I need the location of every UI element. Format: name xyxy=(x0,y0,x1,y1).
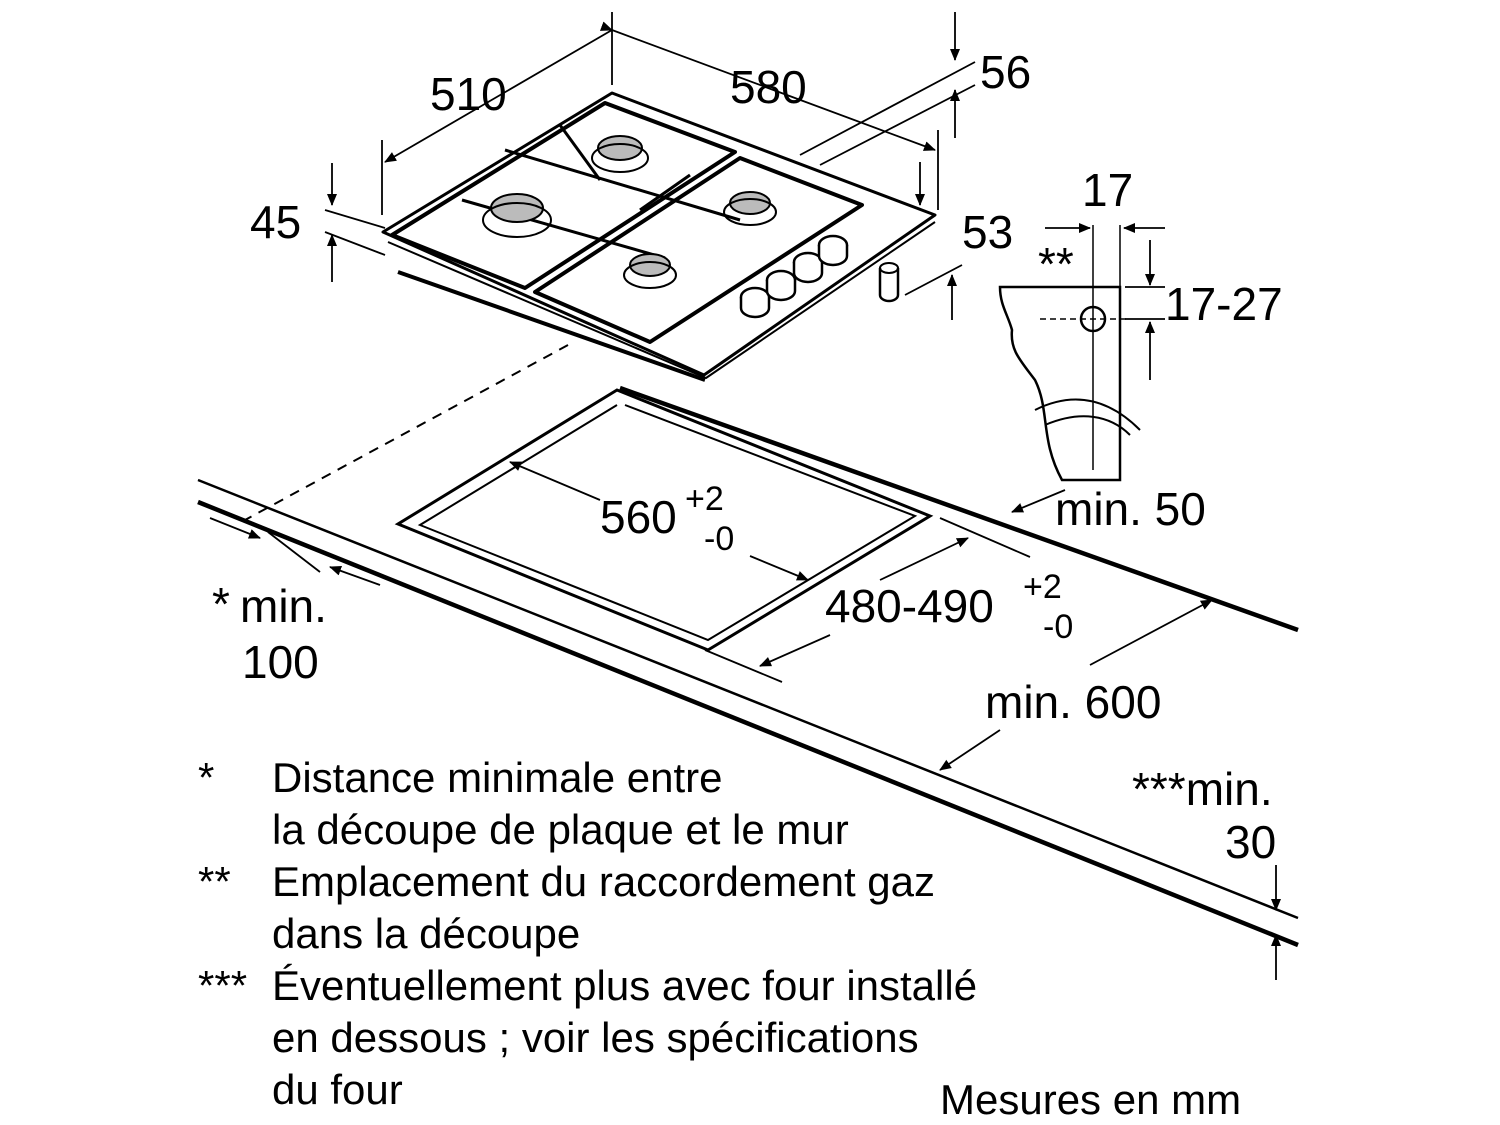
burner-front-right-icon xyxy=(629,253,671,277)
min-600-label: min. 600 xyxy=(985,676,1161,728)
units-label: Mesures en mm xyxy=(940,1076,1242,1123)
burner-rear-right-icon xyxy=(729,191,771,215)
cutout-width-label: 560 xyxy=(600,491,677,543)
dim-510-label: 510 xyxy=(430,68,507,120)
footnote-3-line2: en dessous ; voir les spécifications xyxy=(272,1014,919,1061)
cutout xyxy=(394,388,934,652)
min-100-line1: min. xyxy=(240,580,327,632)
footnote-1-mark: * xyxy=(198,754,215,801)
control-knobs xyxy=(739,234,849,319)
dimension-labels: 510 580 56 45 53 17 ** 17-27 560 +2 -0 4… xyxy=(212,46,1283,868)
footnote-2-line2: dans la découpe xyxy=(272,910,581,957)
dim-17-label: 17 xyxy=(1082,164,1133,216)
dim-17-27-label: 17-27 xyxy=(1165,278,1283,330)
hob xyxy=(381,91,937,382)
dim-45-label: 45 xyxy=(250,196,301,248)
cutout-width-tol-minus: -0 xyxy=(704,520,734,558)
min-100-line2: 100 xyxy=(242,636,319,688)
min-100-star: * xyxy=(212,578,230,630)
dim-56-label: 56 xyxy=(980,46,1031,98)
countertop xyxy=(197,344,1299,948)
burner-rear-left-icon xyxy=(597,135,643,161)
footnote-3-mark: *** xyxy=(198,962,248,1009)
dim-53-label: 53 xyxy=(962,206,1013,258)
footnote-3-line3: du four xyxy=(272,1066,403,1113)
dimension-lines xyxy=(209,12,1281,980)
gas-connection-marker: ** xyxy=(1038,238,1074,290)
cutout-depth-tol-plus: +2 xyxy=(1023,568,1062,606)
cutout-width-tol-plus: +2 xyxy=(685,480,724,518)
min-50-label: min. 50 xyxy=(1055,483,1206,535)
min-30-line1: ***min. xyxy=(1132,763,1273,815)
dim-580-label: 580 xyxy=(730,61,807,113)
footnote-1-line1: Distance minimale entre xyxy=(272,754,723,801)
footnote-2-mark: ** xyxy=(198,858,231,905)
cutout-depth-tol-minus: -0 xyxy=(1043,608,1073,646)
footnote-2-line1: Emplacement du raccordement gaz xyxy=(272,858,935,905)
footnote-1-line2: la découpe de plaque et le mur xyxy=(272,806,849,853)
footnote-3-line1: Éventuellement plus avec four installé xyxy=(272,962,978,1009)
min-30-line2: 30 xyxy=(1225,816,1276,868)
gas-connection-profile xyxy=(998,225,1141,482)
cutout-depth-label: 480-490 xyxy=(825,580,994,632)
burner-front-left-icon xyxy=(490,193,544,223)
